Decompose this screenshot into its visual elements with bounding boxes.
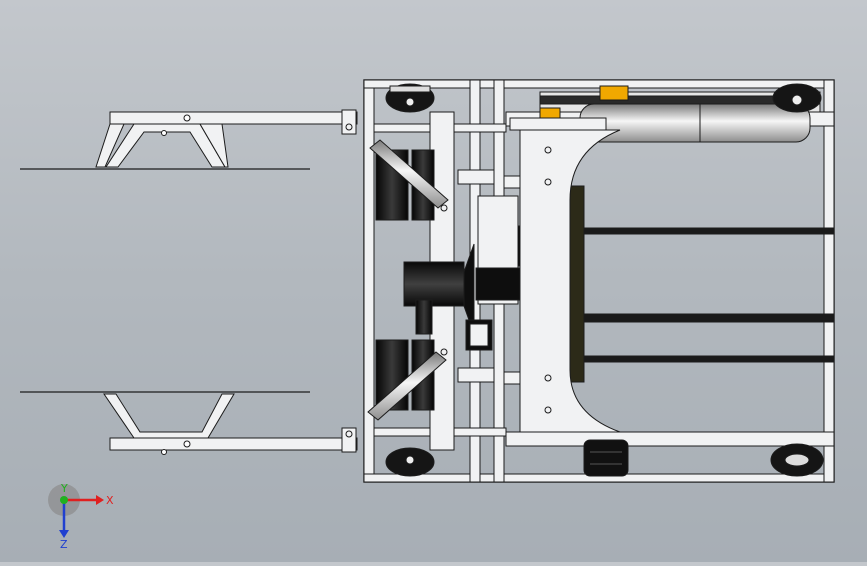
upper-fork-arm[interactable] — [95, 111, 358, 168]
y-axis-dot — [60, 496, 68, 504]
y-axis-label: Y — [60, 482, 68, 495]
top-actuator-cylinder[interactable] — [509, 85, 821, 143]
front-left-wheel[interactable] — [385, 83, 435, 113]
coordinate-triad: X Y Z — [40, 478, 120, 551]
bracket-details — [440, 146, 552, 414]
axis-triad-graphic: X Y Z — [48, 482, 114, 551]
lower-fork-arm[interactable] — [103, 393, 358, 455]
z-axis-arrowhead — [59, 530, 69, 538]
upper-diagonal-strut[interactable] — [369, 139, 449, 209]
front-right-wheel[interactable] — [385, 447, 435, 477]
x-axis-label: X — [106, 494, 114, 507]
lower-diagonal-strut[interactable] — [367, 351, 447, 421]
mid-right-wheel[interactable] — [583, 439, 629, 477]
rear-right-wheel[interactable] — [770, 443, 824, 477]
x-axis-arrowhead — [96, 495, 104, 505]
z-axis-label: Z — [60, 538, 68, 548]
fork-mount-plates — [341, 109, 357, 453]
rear-plate[interactable] — [519, 129, 835, 433]
rear-left-wheel[interactable] — [772, 83, 822, 113]
